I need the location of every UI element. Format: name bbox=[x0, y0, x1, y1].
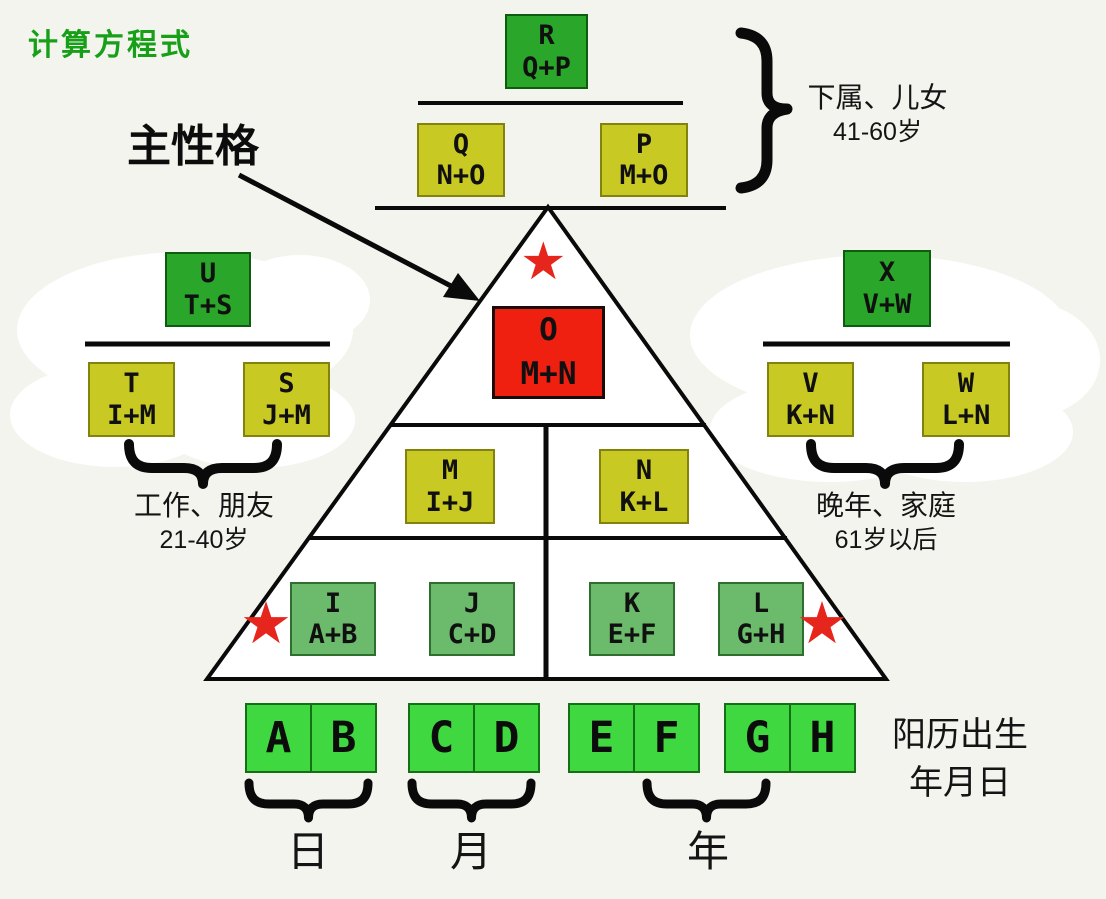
brace-late-years bbox=[806, 439, 964, 489]
box-S: S J+M bbox=[243, 362, 330, 437]
digit-cell-H: H bbox=[789, 705, 854, 771]
box-letter: N bbox=[635, 455, 653, 487]
brace-work-friends bbox=[124, 439, 282, 489]
page-title: 计算方程式 bbox=[28, 29, 193, 62]
box-letter: V bbox=[802, 368, 819, 400]
box-X: X V+W bbox=[843, 250, 931, 327]
box-O: O M+N bbox=[492, 306, 605, 399]
box-K: K E+F bbox=[589, 582, 675, 656]
digit-cell-C: C bbox=[410, 705, 473, 771]
box-U: U T+S bbox=[165, 252, 251, 327]
caption-line: 阳历出生 bbox=[892, 716, 1028, 754]
box-letter: X bbox=[878, 257, 896, 289]
box-N: N K+L bbox=[599, 449, 689, 524]
caption-work-friends: 工作、朋友 21-40岁 bbox=[108, 488, 300, 557]
box-J: J C+D bbox=[429, 582, 515, 656]
main-personality-arrow bbox=[237, 172, 480, 301]
box-letter: W bbox=[957, 368, 975, 400]
box-letter: R bbox=[538, 20, 555, 52]
caption-line: 21-40岁 bbox=[159, 526, 249, 555]
brace-day bbox=[244, 778, 373, 823]
caption-line: 下属、儿女 bbox=[807, 82, 948, 113]
box-letter: I bbox=[324, 587, 342, 619]
box-R: R Q+P bbox=[505, 14, 588, 89]
box-formula: M+N bbox=[520, 355, 577, 392]
box-M: M I+J bbox=[405, 449, 495, 524]
box-letter: P bbox=[635, 128, 653, 160]
brace-top-group bbox=[735, 27, 793, 194]
digit-cell-A: A bbox=[247, 705, 310, 771]
label-month: 月 bbox=[450, 828, 493, 875]
box-formula: K+L bbox=[619, 486, 669, 518]
caption-subordinates-children: 下属、儿女 41-60岁 bbox=[780, 80, 975, 149]
box-formula: T+S bbox=[183, 289, 233, 321]
box-formula: C+D bbox=[447, 619, 497, 650]
caption-line: 晚年、家庭 bbox=[815, 490, 956, 521]
box-formula: E+F bbox=[607, 619, 657, 650]
caption-line: 61岁以后 bbox=[834, 526, 938, 555]
box-letter: S bbox=[278, 368, 295, 400]
star-icon: ★ bbox=[240, 589, 292, 657]
box-formula: N+O bbox=[436, 160, 486, 191]
box-letter: U bbox=[199, 258, 217, 290]
main-personality-label: 主性格 bbox=[127, 122, 259, 171]
digit-pair-day: A B bbox=[245, 703, 377, 773]
box-formula: K+N bbox=[786, 399, 835, 431]
digit-cell-E: E bbox=[570, 705, 633, 771]
star-icon: ★ bbox=[520, 232, 567, 292]
box-letter: L bbox=[752, 587, 770, 619]
box-formula: I+J bbox=[425, 486, 475, 518]
brace-year bbox=[642, 778, 771, 823]
box-letter: K bbox=[623, 587, 641, 619]
box-formula: Q+P bbox=[522, 51, 571, 83]
box-L: L G+H bbox=[718, 582, 804, 656]
label-year: 年 bbox=[687, 828, 730, 875]
box-formula: M+O bbox=[619, 160, 669, 191]
box-letter: J bbox=[463, 587, 481, 619]
box-T: T I+M bbox=[88, 362, 175, 437]
digit-pair-month: C D bbox=[408, 703, 540, 773]
digit-cell-G: G bbox=[726, 705, 789, 771]
caption-line: 41-60岁 bbox=[833, 118, 922, 147]
caption-line: 年月日 bbox=[909, 763, 1011, 802]
digit-pair-year-upper: E F bbox=[568, 703, 700, 773]
box-formula: V+W bbox=[862, 288, 912, 320]
box-formula: L+N bbox=[941, 399, 991, 431]
caption-solar-birthdate: 阳历出生 年月日 bbox=[870, 712, 1050, 807]
box-I: I A+B bbox=[290, 582, 376, 656]
caption-line: 工作、朋友 bbox=[133, 490, 274, 521]
box-formula: I+M bbox=[107, 399, 156, 431]
digit-cell-B: B bbox=[310, 705, 375, 771]
label-day: 日 bbox=[287, 828, 330, 875]
brace-month bbox=[407, 778, 536, 823]
digit-pair-year-lower: G H bbox=[724, 703, 856, 773]
caption-late-years-family: 晚年、家庭 61岁以后 bbox=[796, 488, 976, 557]
box-V: V K+N bbox=[767, 362, 854, 437]
box-P: P M+O bbox=[600, 123, 688, 197]
digit-cell-D: D bbox=[473, 705, 538, 771]
box-letter: M bbox=[441, 455, 459, 487]
star-icon: ★ bbox=[796, 589, 848, 657]
box-formula: J+M bbox=[262, 399, 311, 431]
box-letter: Q bbox=[452, 128, 470, 160]
box-letter: O bbox=[539, 311, 558, 348]
box-formula: A+B bbox=[308, 619, 358, 650]
digit-cell-F: F bbox=[633, 705, 698, 771]
box-letter: T bbox=[123, 368, 140, 400]
box-Q: Q N+O bbox=[417, 123, 505, 197]
box-formula: G+H bbox=[736, 619, 786, 650]
box-W: W L+N bbox=[922, 362, 1010, 437]
